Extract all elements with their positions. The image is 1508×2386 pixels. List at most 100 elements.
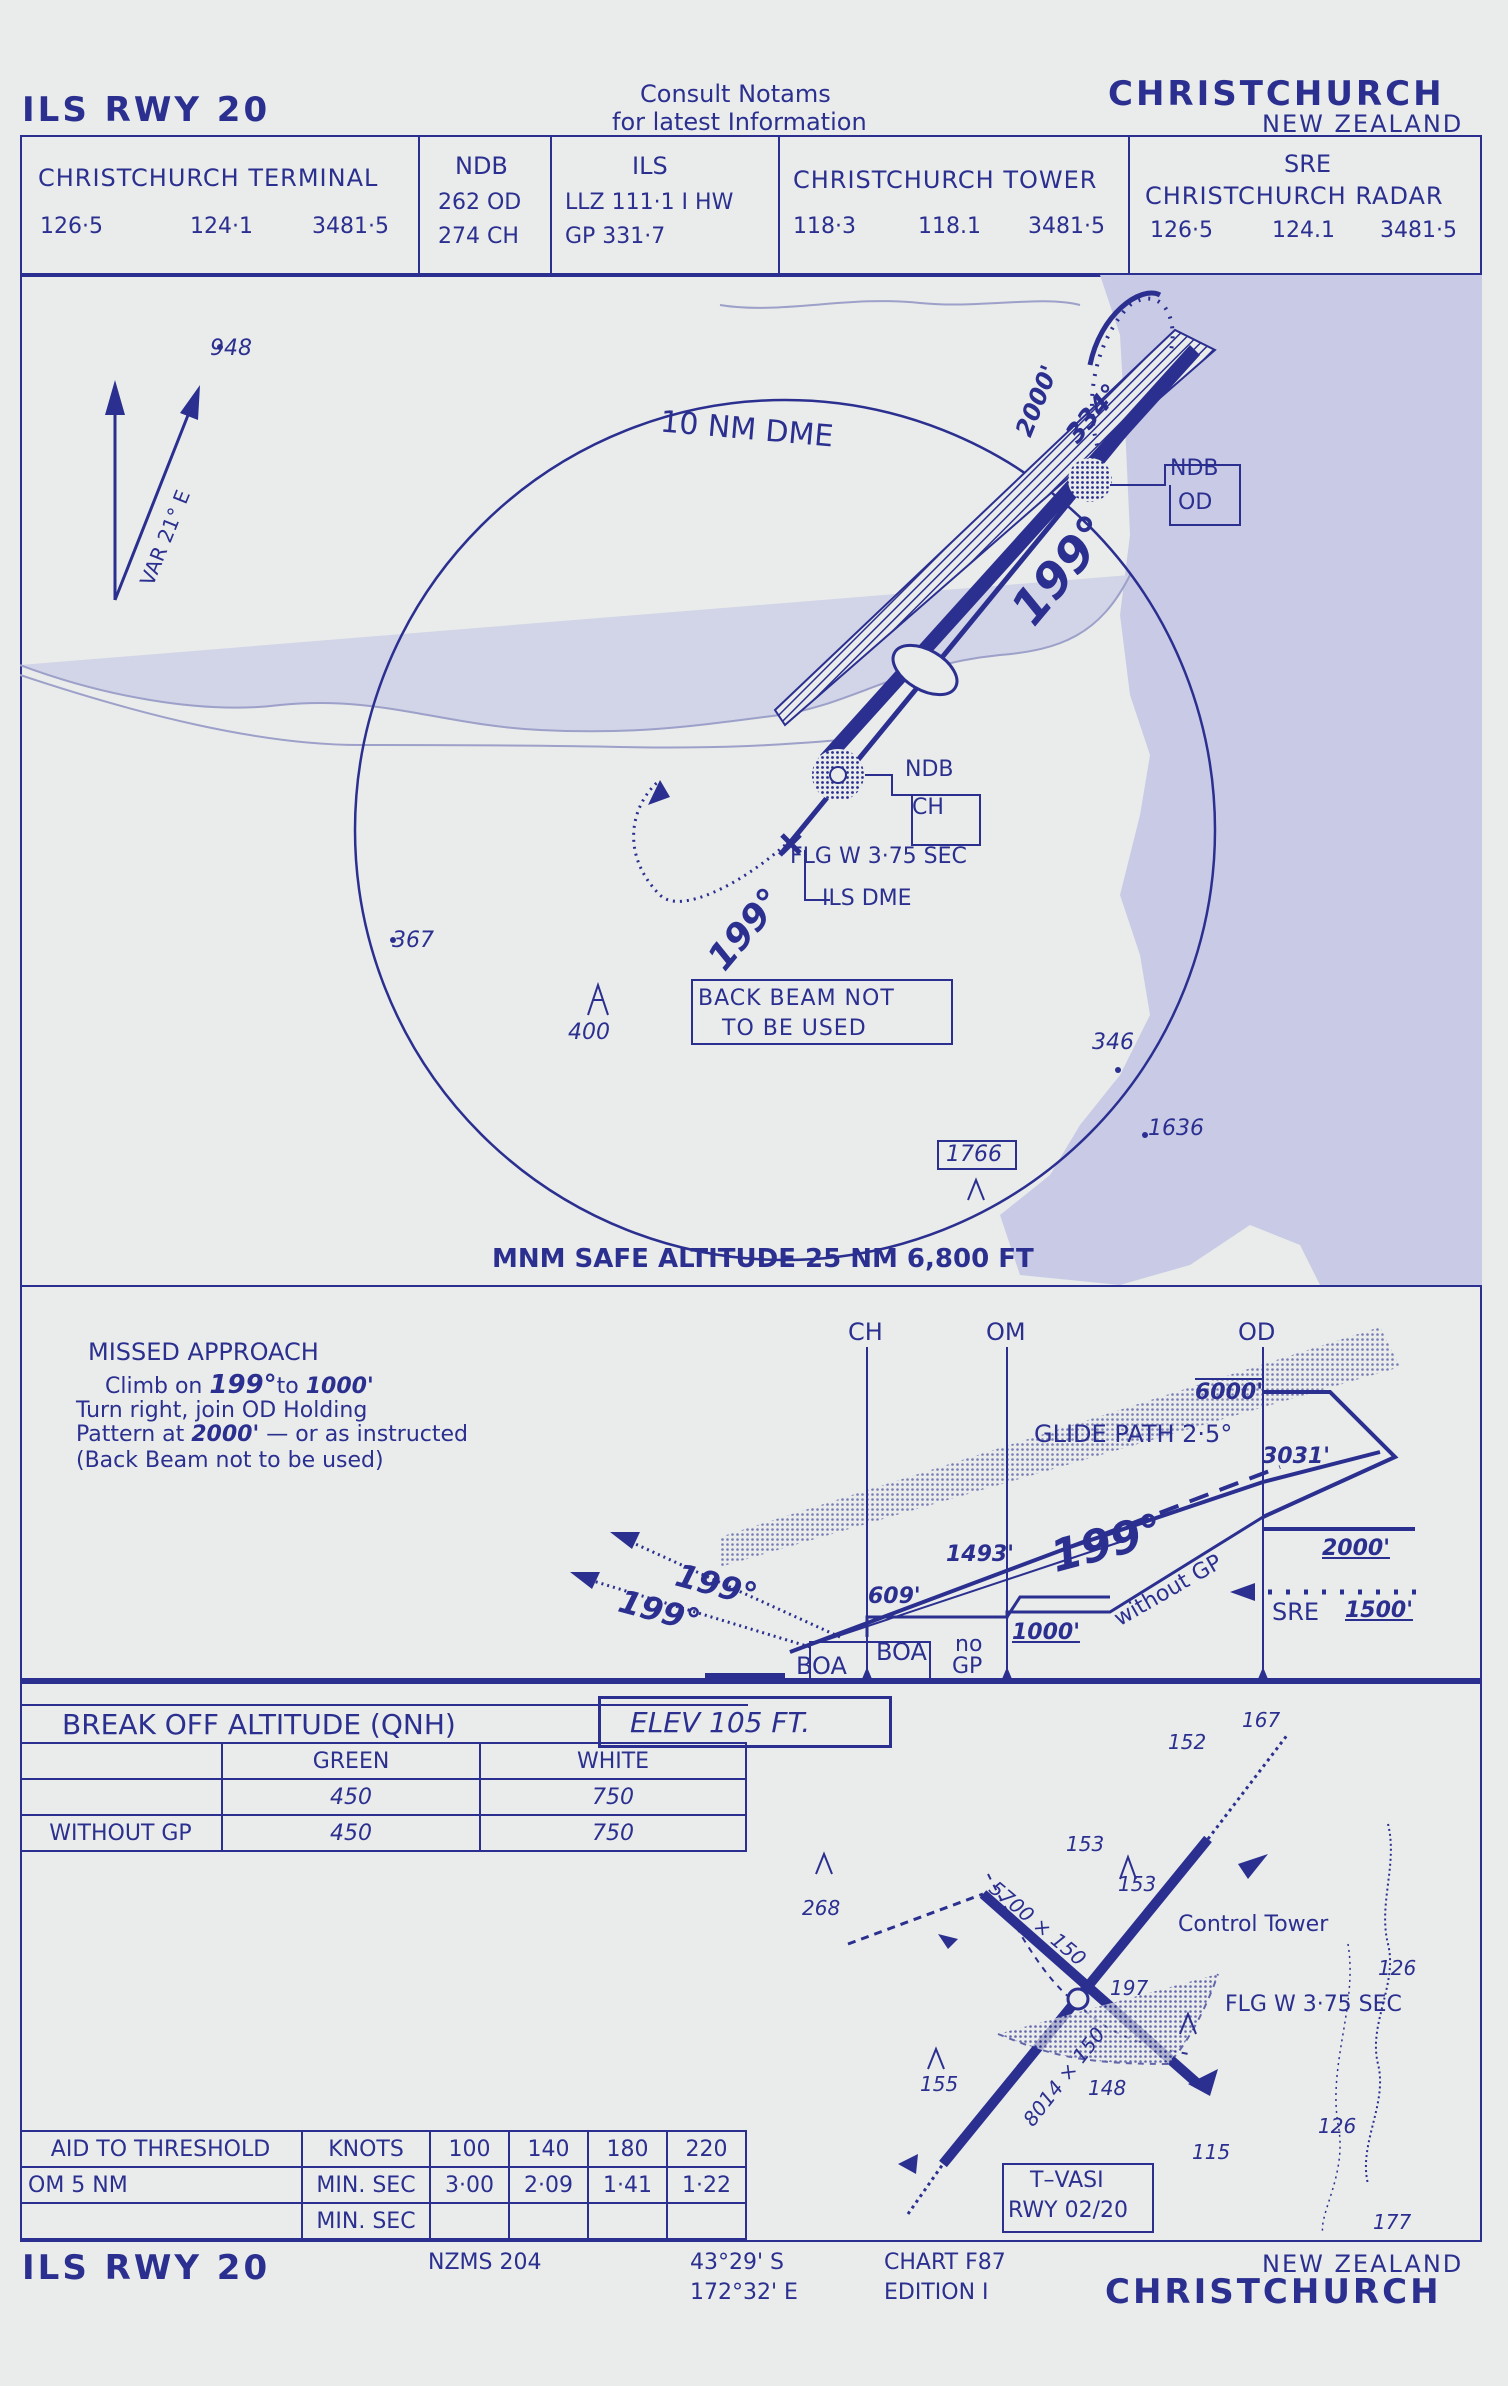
aerodrome-beacon: FLG W 3·75 SEC (1225, 1992, 1402, 2017)
missed-approach-title: MISSED APPROACH (88, 1338, 319, 1366)
spot-948: 948 (210, 336, 252, 361)
dme-ring (353, 398, 1217, 1262)
spot-152: 152 (1168, 1730, 1207, 1754)
obstacle-153 (1119, 1854, 1137, 1880)
localizer-feather (773, 328, 1217, 727)
no-gp-1: no (955, 1632, 983, 1657)
without-gp-row: WITHOUT GP (20, 1814, 223, 1852)
terminal-freq-1: 126·5 (40, 214, 103, 239)
obstacle-155 (927, 2046, 945, 2070)
tower-symbol (1179, 2011, 1197, 2035)
spot-115: 115 (1192, 2140, 1231, 2164)
col-white: WHITE (479, 1742, 747, 1780)
notam-notice-2: for latest Information (612, 108, 867, 136)
boa-label-2: BOA (876, 1638, 927, 1666)
fix-ch: CH (848, 1318, 883, 1346)
spot-197: 197 (1110, 1976, 1149, 2000)
ils-dme-label: ILS DME (822, 886, 912, 911)
nzms: NZMS 204 (428, 2250, 542, 2275)
magnetic-north-arrow (180, 385, 200, 420)
boa-title: BREAK OFF ALTITUDE (QNH) (62, 1708, 456, 1741)
missed-approach-line4: (Back Beam not to be used) (76, 1448, 384, 1473)
om-distance: OM 5 NM (20, 2166, 303, 2204)
tvasi-runway: RWY 02/20 (1008, 2198, 1128, 2223)
sea-area (1000, 275, 1482, 1285)
mast-400: 400 (568, 1020, 610, 1045)
city-name: CHRISTCHURCH (1108, 74, 1445, 114)
terminal-name: CHRISTCHURCH TERMINAL (38, 164, 379, 192)
missed-approach-line2: Turn right, join OD Holding (76, 1398, 368, 1423)
notam-notice-1: Consult Notams (640, 80, 831, 108)
missed-approach-line1: Climb on 199°to 1000' (105, 1370, 374, 1400)
sre-heading: SRE (1284, 150, 1332, 178)
tower-freq-2: 118.1 (918, 214, 981, 239)
boa-label-1: BOA (796, 1652, 847, 1680)
footer-city: CHRISTCHURCH (1105, 2272, 1442, 2312)
ndb-od-label-1: NDB (1170, 456, 1219, 481)
aerodrome-diagram (815, 1733, 1392, 2235)
aerodrome-reference-point (1066, 1987, 1090, 2011)
od-ndb-symbol (1068, 458, 1112, 502)
ndb-od: 262 OD (438, 190, 522, 215)
longitude: 172°32' E (690, 2280, 798, 2305)
ndb-ch-label-2: CH (912, 795, 944, 820)
chart-number: CHART F87 (884, 2250, 1006, 2275)
col-green: GREEN (221, 1742, 481, 1780)
alt-2000: 2000' (1322, 1536, 1390, 1561)
flashing-light: FLG W 3·75 SEC (790, 844, 967, 869)
spot-1766: 1766 (946, 1142, 1002, 1167)
sre-freq-3: 3481·5 (1380, 218, 1457, 243)
profile-view (20, 1327, 1482, 1682)
minimum-safe-altitude: MNM SAFE ALTITUDE 25 NM 6,800 FT (492, 1244, 1034, 1274)
no-gp-2: GP (952, 1654, 983, 1679)
sre-freq-2: 124.1 (1272, 218, 1335, 243)
bottom-frame (20, 1682, 1482, 2242)
plan-view (20, 275, 1482, 1285)
alt-1500: 1500' (1345, 1598, 1413, 1623)
ndb-ch: 274 CH (438, 224, 519, 249)
spot-126a: 126 (1378, 1956, 1417, 1980)
obstacle-268 (815, 1851, 833, 1875)
footer-country: NEW ZEALAND (1262, 2250, 1464, 2278)
ils-heading: ILS (632, 152, 668, 180)
missed-approach-line3: Pattern at 2000' — or as instructed (76, 1422, 468, 1447)
alt-1493: 1493' (946, 1542, 1014, 1567)
holding-pattern (1090, 296, 1175, 456)
sre-freq-1: 126·5 (1150, 218, 1213, 243)
knots-header: KNOTS (301, 2130, 431, 2168)
footer-title: ILS RWY 20 (22, 2248, 271, 2288)
aid-to-threshold: AID TO THRESHOLD (20, 2130, 303, 2168)
country-name: NEW ZEALAND (1262, 110, 1464, 138)
ndb-heading: NDB (455, 152, 508, 180)
tower-name: CHRISTCHURCH TOWER (793, 166, 1098, 194)
ils-gp: GP 331·7 (565, 224, 666, 249)
ndb-ch-label-1: NDB (905, 757, 954, 782)
chart-title: ILS RWY 20 (22, 90, 271, 130)
obstacle-mast-400 (587, 981, 609, 1016)
alt-3031: 3031' (1262, 1444, 1330, 1469)
outer-marker (891, 643, 959, 697)
comms-bar (20, 135, 1482, 275)
aerodrome-elevation: ELEV 105 FT. (630, 1706, 811, 1739)
ils-dme-symbol (780, 833, 802, 855)
control-tower: Control Tower (1178, 1912, 1329, 1937)
backbeam-warning-1: BACK BEAM NOT (698, 986, 895, 1011)
spot-367: 367 (392, 928, 434, 953)
spot-1636: 1636 (1148, 1116, 1204, 1141)
spot-268: 268 (802, 1896, 841, 1920)
spot-126b: 126 (1318, 2114, 1357, 2138)
spot-167: 167 (1242, 1708, 1281, 1732)
spot-153a: 153 (1066, 1832, 1105, 1856)
terminal-freq-3: 3481·5 (312, 214, 389, 239)
ils-llz: LLZ 111·1 I HW (565, 190, 734, 215)
tower-freq-3: 3481·5 (1028, 214, 1105, 239)
tower-freq-1: 118·3 (793, 214, 856, 239)
sre-label: SRE (1272, 1598, 1320, 1626)
runway-profile (705, 1673, 785, 1682)
glide-path-label: GLIDE PATH 2·5° (1034, 1420, 1233, 1448)
boa-white-1: 750 (479, 1778, 747, 1816)
spot-155: 155 (920, 2072, 959, 2096)
alt-6000: 6000' (1195, 1380, 1263, 1405)
